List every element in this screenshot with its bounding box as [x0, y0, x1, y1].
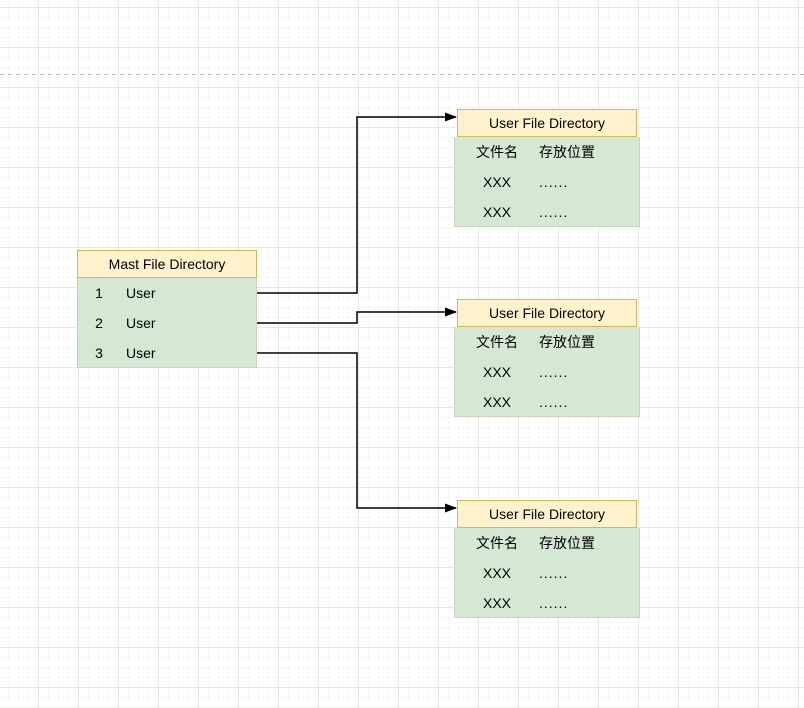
- table-header-row: 文件名 存放位置: [455, 327, 639, 357]
- cell-filename: XXX: [482, 394, 511, 410]
- column-header-filename: 文件名: [476, 144, 518, 160]
- table-row: XXX ......: [455, 588, 639, 618]
- column-header-filename: 文件名: [476, 334, 518, 350]
- column-header-location: 存放位置: [539, 334, 595, 350]
- cell-filename: XXX: [482, 204, 511, 220]
- cell-location: ......: [539, 394, 569, 410]
- column-header-location: 存放位置: [539, 144, 595, 160]
- column-header-location: 存放位置: [539, 535, 595, 551]
- table-header-row: 文件名 存放位置: [455, 528, 639, 558]
- user-file-directory-box-bottom: User File Directory 文件名 存放位置 XXX ...... …: [454, 500, 640, 618]
- arrow-row1-to-top-directory: [257, 112, 457, 294]
- box-body: 1 User 2 User 3 User: [77, 278, 257, 368]
- box-body: 文件名 存放位置 XXX ...... XXX ......: [454, 327, 640, 417]
- table-row: XXX ......: [455, 558, 639, 588]
- row-number: 3: [95, 345, 103, 361]
- box-body: 文件名 存放位置 XXX ...... XXX ......: [454, 528, 640, 618]
- table-row: XXX ......: [455, 167, 639, 197]
- row-number: 2: [95, 315, 103, 331]
- column-header-filename: 文件名: [476, 535, 518, 551]
- master-file-directory-box: Mast File Directory 1 User 2 User 3 User: [77, 250, 257, 368]
- row-number: 1: [95, 285, 103, 301]
- table-row: 1 User: [78, 278, 256, 308]
- table-row: XXX ......: [455, 357, 639, 387]
- cell-location: ......: [539, 174, 569, 190]
- cell-location: ......: [539, 595, 569, 611]
- box-title: User File Directory: [457, 299, 637, 327]
- cell-location: ......: [539, 364, 569, 380]
- table-row: XXX ......: [455, 197, 639, 227]
- box-title: Mast File Directory: [77, 250, 257, 278]
- table-header-row: 文件名 存放位置: [455, 137, 639, 167]
- user-file-directory-box-top: User File Directory 文件名 存放位置 XXX ...... …: [454, 109, 640, 227]
- box-body: 文件名 存放位置 XXX ...... XXX ......: [454, 137, 640, 227]
- row-label: User: [126, 345, 156, 361]
- row-label: User: [126, 315, 156, 331]
- box-title: User File Directory: [457, 109, 637, 137]
- cell-filename: XXX: [482, 595, 511, 611]
- table-row: 3 User: [78, 338, 256, 368]
- cell-location: ......: [539, 565, 569, 581]
- user-file-directory-box-middle: User File Directory 文件名 存放位置 XXX ...... …: [454, 299, 640, 417]
- arrow-row3-to-bottom-directory: [257, 352, 457, 513]
- cell-filename: XXX: [482, 565, 511, 581]
- box-title: User File Directory: [457, 500, 637, 528]
- table-row: 2 User: [78, 308, 256, 338]
- cell-filename: XXX: [482, 364, 511, 380]
- row-label: User: [126, 285, 156, 301]
- table-row: XXX ......: [455, 387, 639, 417]
- page-break-dashed-line: [0, 74, 804, 75]
- arrow-row2-to-middle-directory: [257, 307, 457, 324]
- cell-location: ......: [539, 204, 569, 220]
- cell-filename: XXX: [482, 174, 511, 190]
